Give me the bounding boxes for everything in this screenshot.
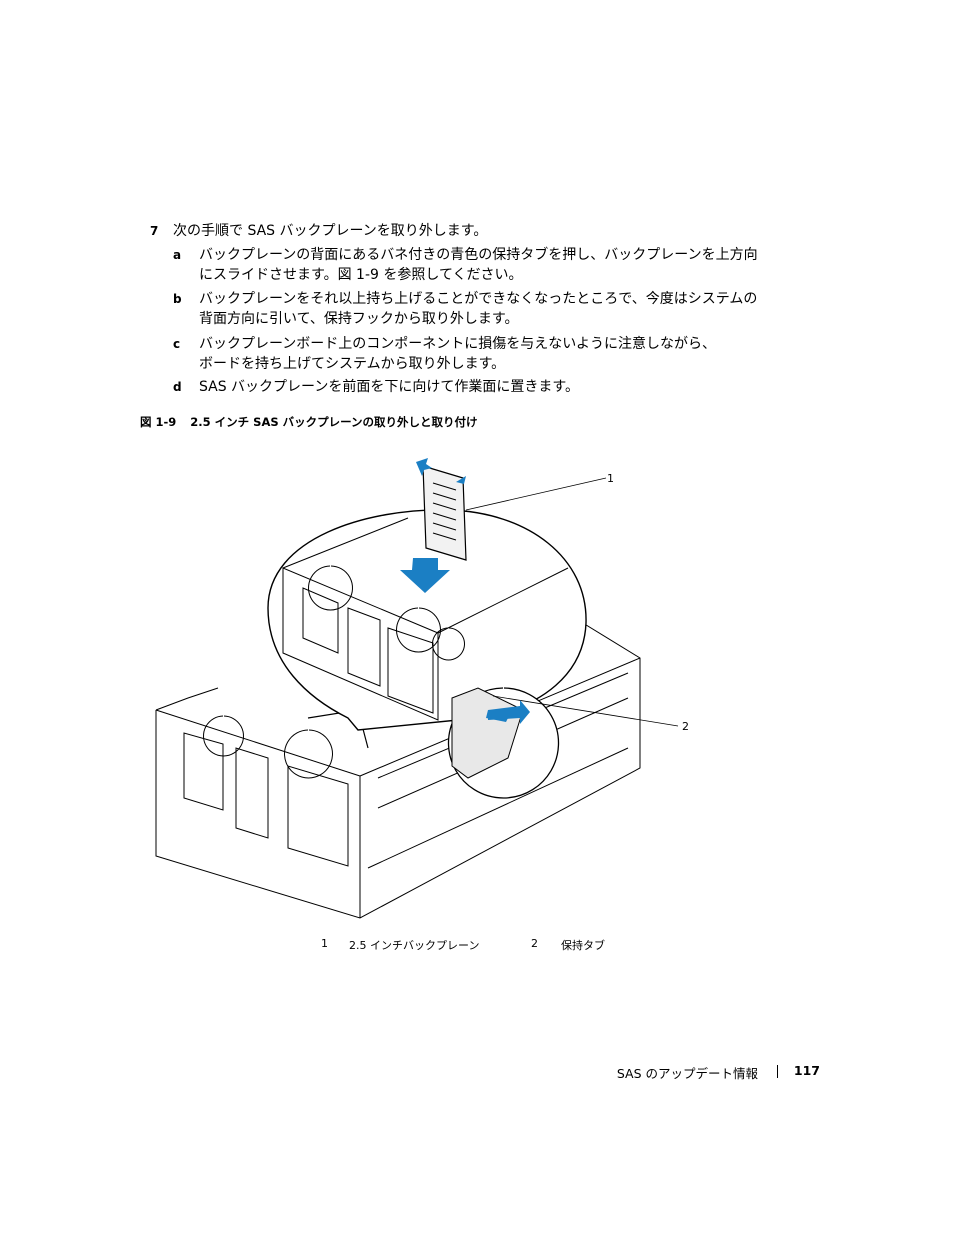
insert-arrow	[488, 700, 530, 724]
legend-label-2: 保持タブ	[561, 939, 605, 952]
substep-line: バックプレーンの背面にあるバネ付きの青色の保持タブを押し、バックプレーンを上方向	[199, 247, 758, 263]
callout-2-label: 2	[682, 720, 689, 733]
substep-line: にスライドさせます。図 1-9 を参照してください。	[199, 267, 523, 283]
footer-section-title: SAS のアップデート情報	[616, 1066, 758, 1081]
footer-separator	[777, 1065, 778, 1078]
figure-number: 図 1-9	[140, 415, 177, 429]
substep-line: バックプレーンをそれ以上持ち上げることができなくなったところで、今度はシステムの	[199, 291, 758, 307]
page-footer: SAS のアップデート情報 117	[600, 1063, 822, 1081]
tab-arrow-right	[456, 476, 466, 484]
substep-letter: c	[173, 337, 181, 351]
substep-line: バックプレーンボード上のコンポーネントに損傷を与えないように注意しながら、	[199, 336, 717, 352]
tab-arrow-left	[416, 458, 432, 476]
legend-number-2: 2	[531, 937, 538, 950]
legend-label-1: 2.5 インチバックプレーン	[349, 939, 480, 952]
figure-title: 2.5 インチ SAS バックプレーンの取り外しと取り付け	[190, 415, 478, 429]
substep-line: 背面方向に引いて、保持フックから取り外します。	[199, 311, 519, 327]
step-text: 次の手順で SAS バックプレーンを取り外します。	[173, 223, 488, 239]
step-number: 7	[150, 224, 159, 238]
substep-letter: a	[173, 248, 182, 262]
callout-1-label: 1	[607, 472, 614, 485]
legend-number-1: 1	[321, 937, 328, 950]
down-arrow	[400, 558, 450, 593]
figure-caption: 図 1-9 2.5 インチ SAS バックプレーンの取り外しと取り付け	[140, 414, 478, 430]
substep-letter: d	[173, 380, 182, 394]
page-number: 117	[793, 1063, 820, 1078]
substep-line: SAS バックプレーンを前面を下に向けて作業面に置きます。	[199, 379, 579, 395]
substep-line: ボードを持ち上げてシステムから取り外します。	[199, 356, 506, 372]
server-illustration	[155, 458, 679, 919]
substep-letter: b	[173, 292, 182, 306]
